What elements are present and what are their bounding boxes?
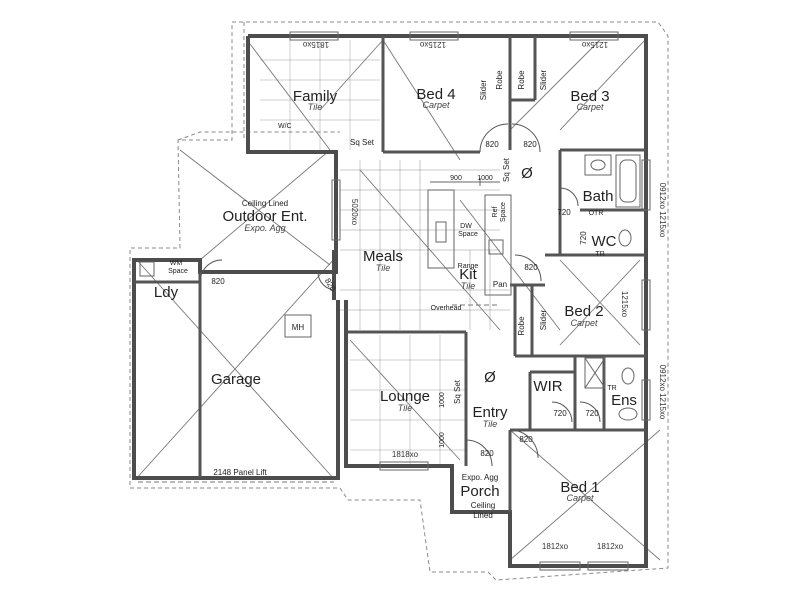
lounge-window-label: 1818xo — [392, 450, 419, 459]
family-window-label: 1815xo — [302, 40, 329, 49]
tile-grid — [260, 40, 510, 465]
porch-label: Porch — [460, 483, 499, 500]
roof-outline — [129, 21, 669, 581]
porch-ceiling-label: Ceiling — [471, 501, 495, 510]
laundry-wm-label: WM — [170, 260, 183, 267]
entry-label: Entry — [472, 404, 508, 421]
bed3-window-label: 1215xo — [581, 40, 608, 49]
ensuite-door-label: 720 — [585, 409, 599, 418]
wc-label: WC — [592, 233, 617, 250]
outdoor-label: Outdoor Ent. — [222, 208, 307, 225]
wet-area-fixtures — [139, 154, 641, 421]
interior-walls — [134, 36, 646, 512]
wc-tr-label: TR — [595, 251, 604, 258]
ensuite-label: Ens — [611, 392, 637, 409]
porch-lined-label: Lined — [473, 511, 493, 520]
lounge-finish: Tile — [398, 403, 412, 413]
window-markers — [289, 31, 651, 571]
bath-otr-label: OTR — [589, 210, 604, 217]
kitchen-fixtures — [427, 178, 512, 306]
ensuite-tr-label: TR — [607, 385, 616, 392]
meals-label: Meals — [363, 248, 403, 265]
family-finish: Tile — [308, 102, 322, 112]
bath-label: Bath — [583, 188, 614, 205]
kitchen-dim-1: 900 — [450, 175, 462, 182]
laundry-door-label: 820 — [211, 277, 225, 286]
entry-door-label: 820 — [480, 449, 494, 458]
kitchen-label: Kit — [459, 266, 477, 283]
kitchen-ref-label: Ref — [492, 207, 499, 218]
door-swings — [199, 123, 601, 467]
lounge-label: Lounge — [380, 388, 430, 405]
kitchen-dw-space-label: Space — [458, 231, 478, 238]
wir-door-label: 720 — [553, 409, 567, 418]
bed1-finish: Carpet — [566, 493, 594, 503]
east-window-label-b: 0912xo 1215xo — [658, 365, 667, 420]
laundry-label: Ldy — [154, 284, 179, 301]
bed2-window-label: 1215xo — [620, 291, 629, 318]
family-label: Family — [293, 88, 338, 105]
lounge-sqset-label: Sq Set — [453, 379, 462, 404]
bed2-finish: Carpet — [570, 318, 598, 328]
bed4-label: Bed 4 — [416, 86, 455, 103]
kitchen-overhead-label: Overhead — [431, 305, 462, 312]
bath-door-label: 720 — [557, 208, 571, 217]
bed2-label: Bed 2 — [564, 303, 603, 320]
bed2-door-label: 820 — [524, 263, 538, 272]
outdoor-finish: Expo. Agg — [244, 223, 285, 233]
kitchen-range-label: Range — [458, 263, 479, 270]
wir-label: WIR — [533, 378, 562, 395]
wc-door-label: 720 — [579, 231, 588, 245]
bed3-finish: Carpet — [576, 102, 604, 112]
family-wc-label: W/C — [278, 123, 292, 130]
bed3-label: Bed 3 — [570, 88, 609, 105]
hall-diameter-b: Ø — [484, 369, 496, 386]
kitchen-finish: Tile — [461, 281, 475, 291]
bed3-slider-label: Slider — [539, 69, 548, 90]
meals-window-label: 5020xo — [350, 199, 359, 226]
bed1-door-label: 820 — [519, 435, 533, 444]
hall-sqset-label-2: Sq Set — [502, 157, 511, 182]
meals-finish: Tile — [376, 263, 390, 273]
garage-label: Garage — [211, 371, 261, 388]
porch-expo-label: Expo. Agg — [462, 473, 498, 482]
entry-finish: Tile — [483, 419, 497, 429]
bed1-label: Bed 1 — [560, 479, 599, 496]
laundry-space-label: Space — [168, 268, 188, 275]
east-window-label-a: 0912xo 1215xo — [658, 183, 667, 238]
bed4-door-label: 820 — [485, 140, 499, 149]
bed2-robe-label: Robe — [517, 316, 526, 336]
kitchen-pantry-label: Pan — [493, 280, 507, 289]
hall-diameter-a: Ø — [521, 165, 533, 182]
kitchen-ref-space-label: Space — [500, 202, 507, 222]
bed1-window-a-label: 1812xo — [542, 542, 569, 551]
roof-hips — [134, 39, 661, 561]
bed1-window-b-label: 1812xo — [597, 542, 624, 551]
garage-door-label: 2148 Panel Lift — [213, 468, 267, 477]
bed4-slider-label: Slider — [479, 79, 488, 100]
bed3-robe-label: Robe — [517, 70, 526, 90]
lounge-dim-b: 1000 — [439, 432, 446, 448]
bed3-door-label: 820 — [523, 140, 537, 149]
manhole-box — [284, 314, 312, 338]
bed4-robe-label: Robe — [495, 70, 504, 90]
bed4-window-label: 1215xo — [419, 40, 446, 49]
kitchen-dw-label: DW — [460, 223, 472, 230]
lounge-dim-a: 1000 — [439, 392, 446, 408]
bed4-finish: Carpet — [422, 100, 450, 110]
bed2-slider-label: Slider — [539, 309, 548, 330]
kitchen-dim-2: 1000 — [477, 175, 493, 182]
hall-sqset-label: Sq Set — [350, 138, 375, 147]
manhole-label: MH — [292, 323, 305, 332]
outdoor-ceiling-label: Ceiling Lined — [242, 199, 288, 208]
